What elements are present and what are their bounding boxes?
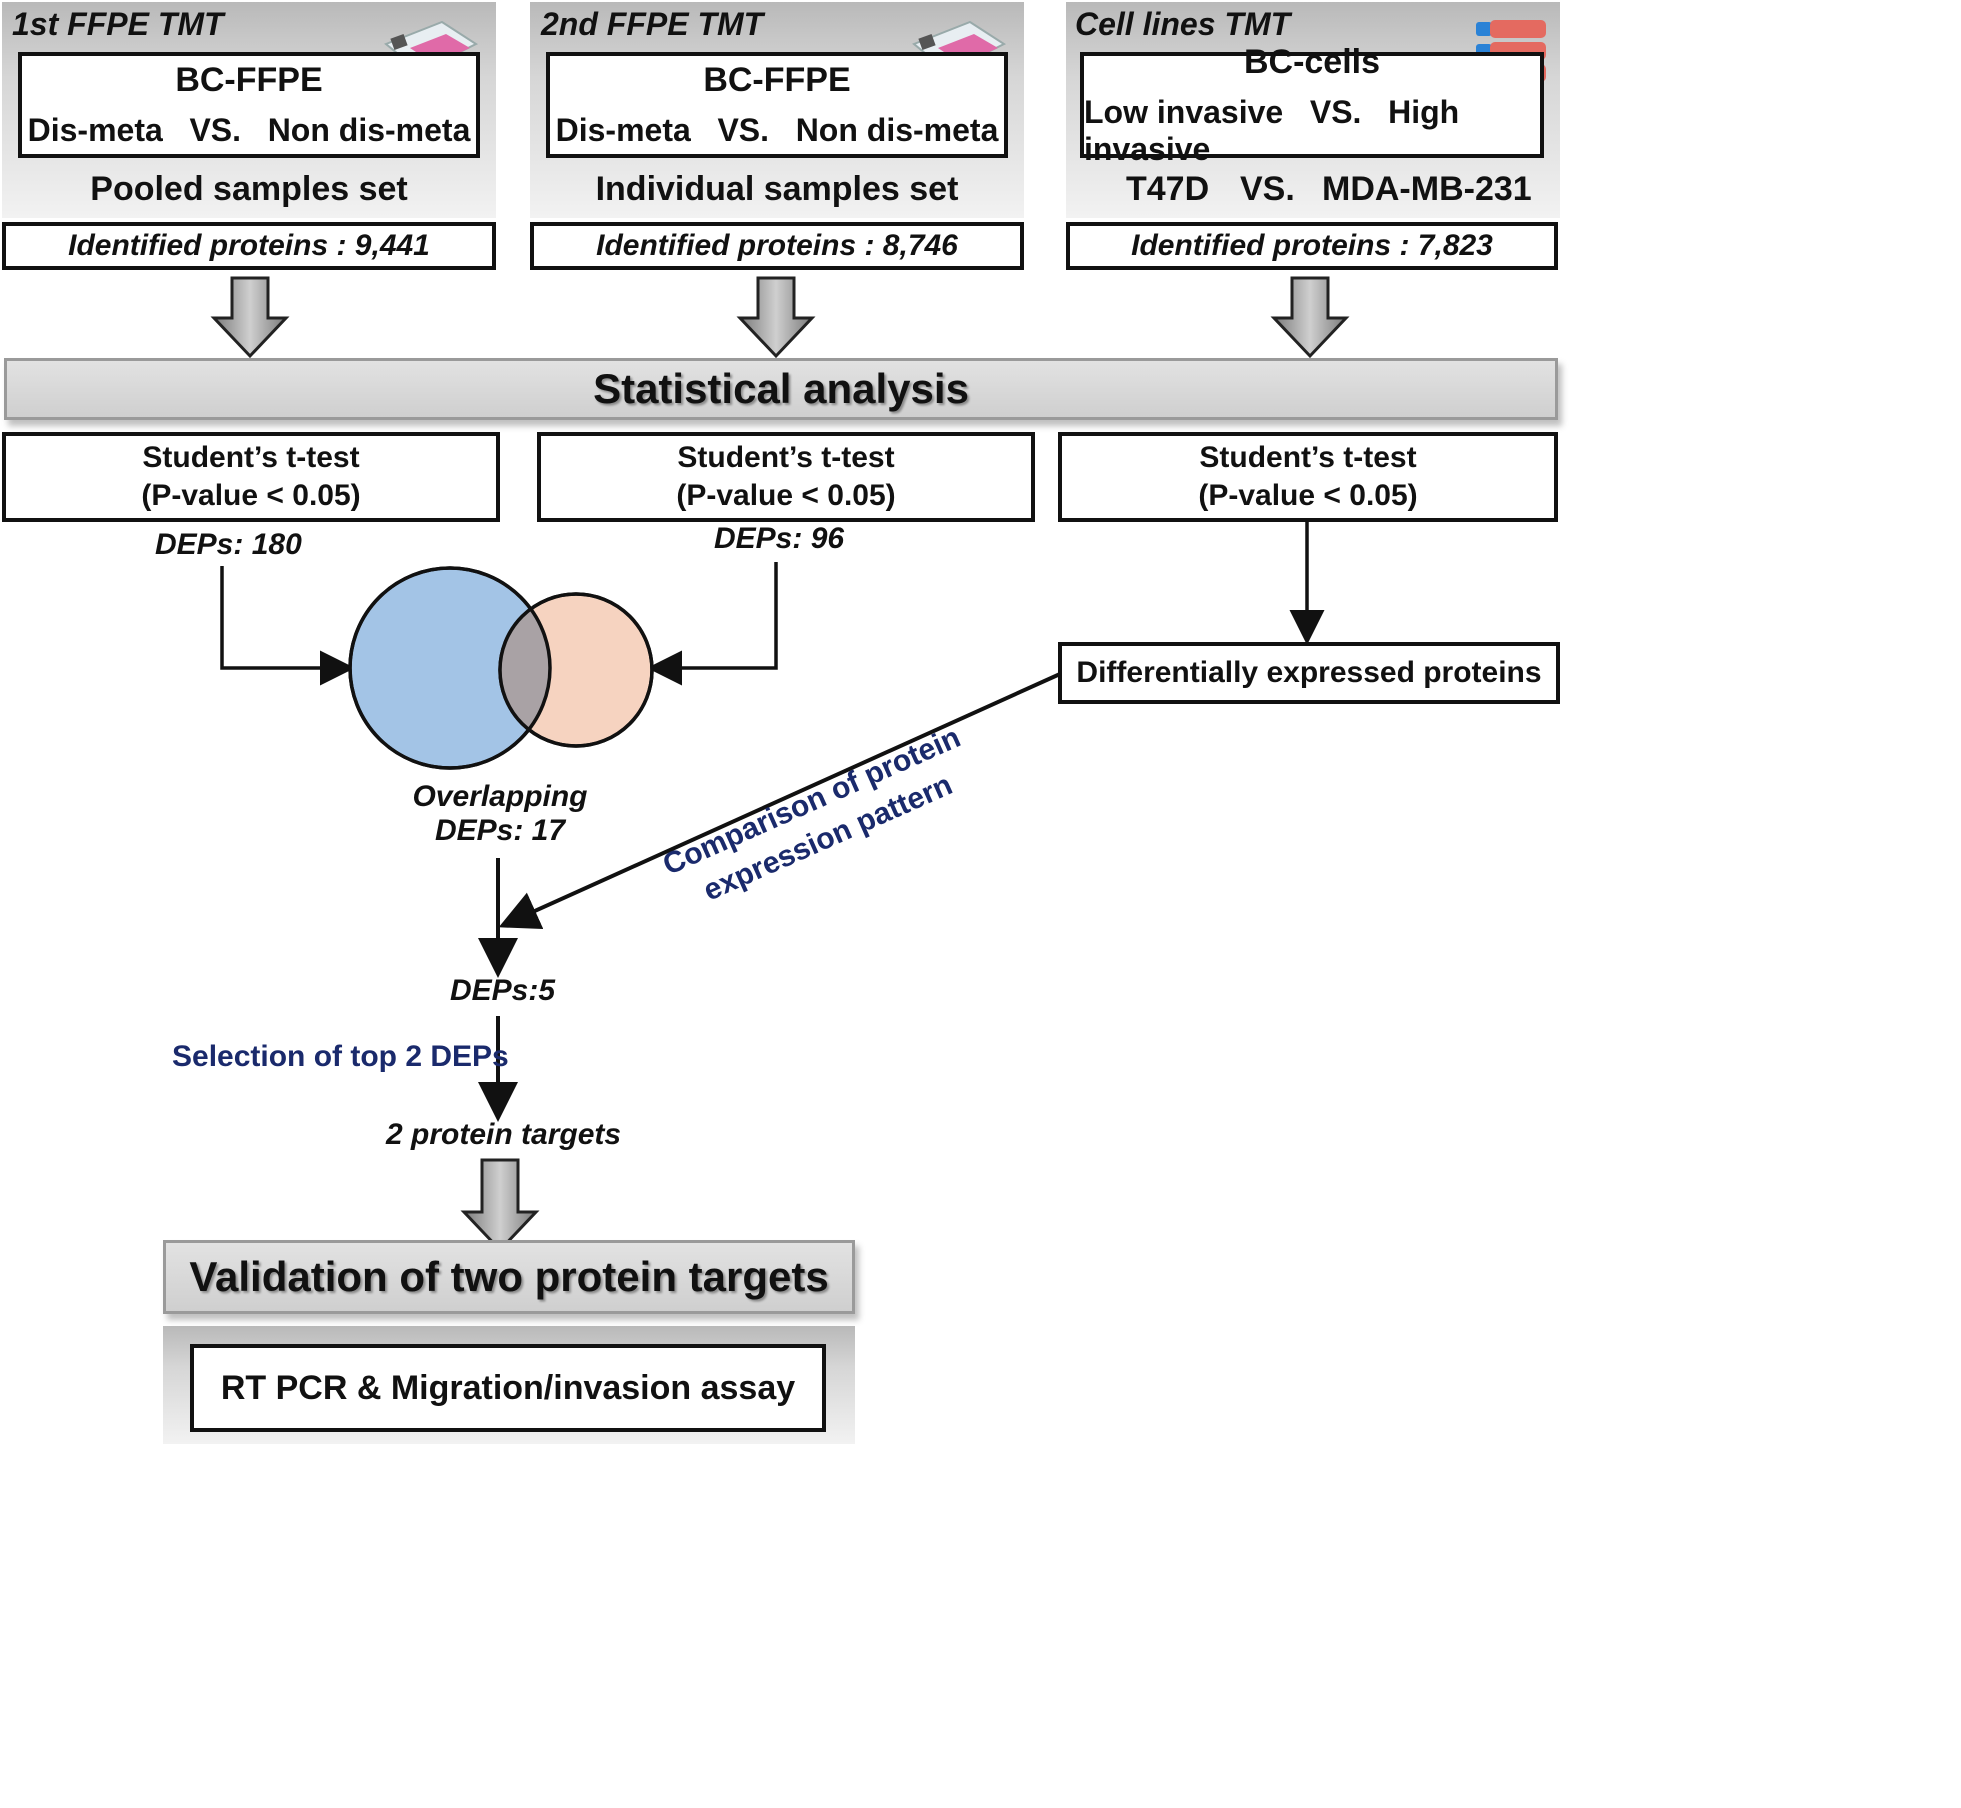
assay-label: RT PCR & Migration/invasion assay <box>220 1368 796 1407</box>
statistical-analysis-bar: Statistical analysis <box>4 358 1558 420</box>
statistical-analysis-label: Statistical analysis <box>593 365 969 412</box>
selection-label: Selection of top 2 DEPs <box>172 1040 509 1073</box>
group-left: Dis-meta <box>27 112 163 148</box>
arrow-comparison <box>498 672 1061 930</box>
comparison-box: BC-cells Low invasive VS. High invasive <box>1080 43 1544 167</box>
box-title: BC-FFPE <box>175 61 323 99</box>
validation-bar: Validation of two protein targets <box>163 1240 855 1314</box>
p-value-label: (P-value < 0.05) <box>1198 479 1418 512</box>
comparison-box: BC-FFPE Dis-meta VS. Non dis-meta <box>546 52 1008 158</box>
p-value-label: (P-value < 0.05) <box>676 479 896 512</box>
panel-title: 1st FFPE TMT <box>12 6 224 42</box>
cell-line-right: MDA-MB-231 <box>1322 170 1532 208</box>
identified-proteins-box: Identified proteins : 7,823 <box>1066 222 1558 270</box>
p-value-label: (P-value < 0.05) <box>141 479 361 512</box>
box-comparison: Dis-meta VS. Non dis-meta <box>28 112 471 149</box>
identified-proteins-label: Identified proteins : 7,823 <box>1131 229 1493 262</box>
cell-line-vs: VS. <box>1240 170 1295 208</box>
down-block-arrow <box>210 276 290 359</box>
deps-count-label: DEPs: 96 <box>714 522 845 555</box>
down-block-arrow <box>736 276 816 359</box>
differentially-expressed-label: Differentially expressed proteins <box>1076 656 1542 689</box>
cell-line-left: T47D <box>1126 170 1210 208</box>
t-test-box: Student’s t-test (P-value < 0.05) <box>2 432 500 522</box>
down-block-arrow <box>1270 276 1350 359</box>
box-comparison: Dis-meta VS. Non dis-meta <box>556 112 999 149</box>
group-right: High invasive <box>1084 93 1460 167</box>
t-test-label: Student’s t-test <box>1199 441 1417 474</box>
box-title: BC-FFPE <box>703 61 851 99</box>
vs-label: VS. <box>717 112 770 148</box>
group-left: Low invasive <box>1084 93 1284 130</box>
venn-overlap <box>500 594 550 746</box>
comparison-box: BC-FFPE Dis-meta VS. Non dis-meta <box>18 52 480 158</box>
t-test-box: Student’s t-test (P-value < 0.05) <box>1058 432 1558 522</box>
t-test-label: Student’s t-test <box>142 441 360 474</box>
deps5-label: DEPs:5 <box>450 974 556 1007</box>
panel-title: Cell lines TMT <box>1075 6 1291 42</box>
down-block-arrow <box>460 1158 540 1253</box>
group-right: Non dis-meta <box>267 112 471 148</box>
group-left: Dis-meta <box>555 112 691 148</box>
deps-count-label: DEPs: 180 <box>155 528 302 561</box>
t-test-label: Student’s t-test <box>677 441 895 474</box>
identified-proteins-label: Identified proteins : 8,746 <box>596 229 958 262</box>
overlapping-label: Overlapping <box>412 780 588 813</box>
sample-set-label: Pooled samples set <box>90 170 408 208</box>
identified-proteins-box: Identified proteins : 9,441 <box>2 222 496 270</box>
identified-proteins-label: Identified proteins : 9,441 <box>68 229 430 262</box>
arrow-right-to-venn <box>647 562 778 686</box>
box-title: BC-cells <box>1243 42 1381 81</box>
assay-box: RT PCR & Migration/invasion assay <box>190 1344 826 1432</box>
identified-proteins-box: Identified proteins : 8,746 <box>530 222 1024 270</box>
box-comparison: Low invasive VS. High invasive <box>1084 94 1540 168</box>
validation-label: Validation of two protein targets <box>189 1253 829 1300</box>
vs-label: VS. <box>1309 93 1362 130</box>
arrow-left-to-venn <box>220 566 355 686</box>
sample-set-label: Individual samples set <box>595 170 959 208</box>
protein-targets-label: 2 protein targets <box>386 1118 622 1151</box>
t-test-box: Student’s t-test (P-value < 0.05) <box>537 432 1035 522</box>
panel-title: 2nd FFPE TMT <box>541 6 764 42</box>
vs-label: VS. <box>189 112 242 148</box>
overlapping-count-label: DEPs: 17 <box>434 814 566 847</box>
group-right: Non dis-meta <box>795 112 999 148</box>
